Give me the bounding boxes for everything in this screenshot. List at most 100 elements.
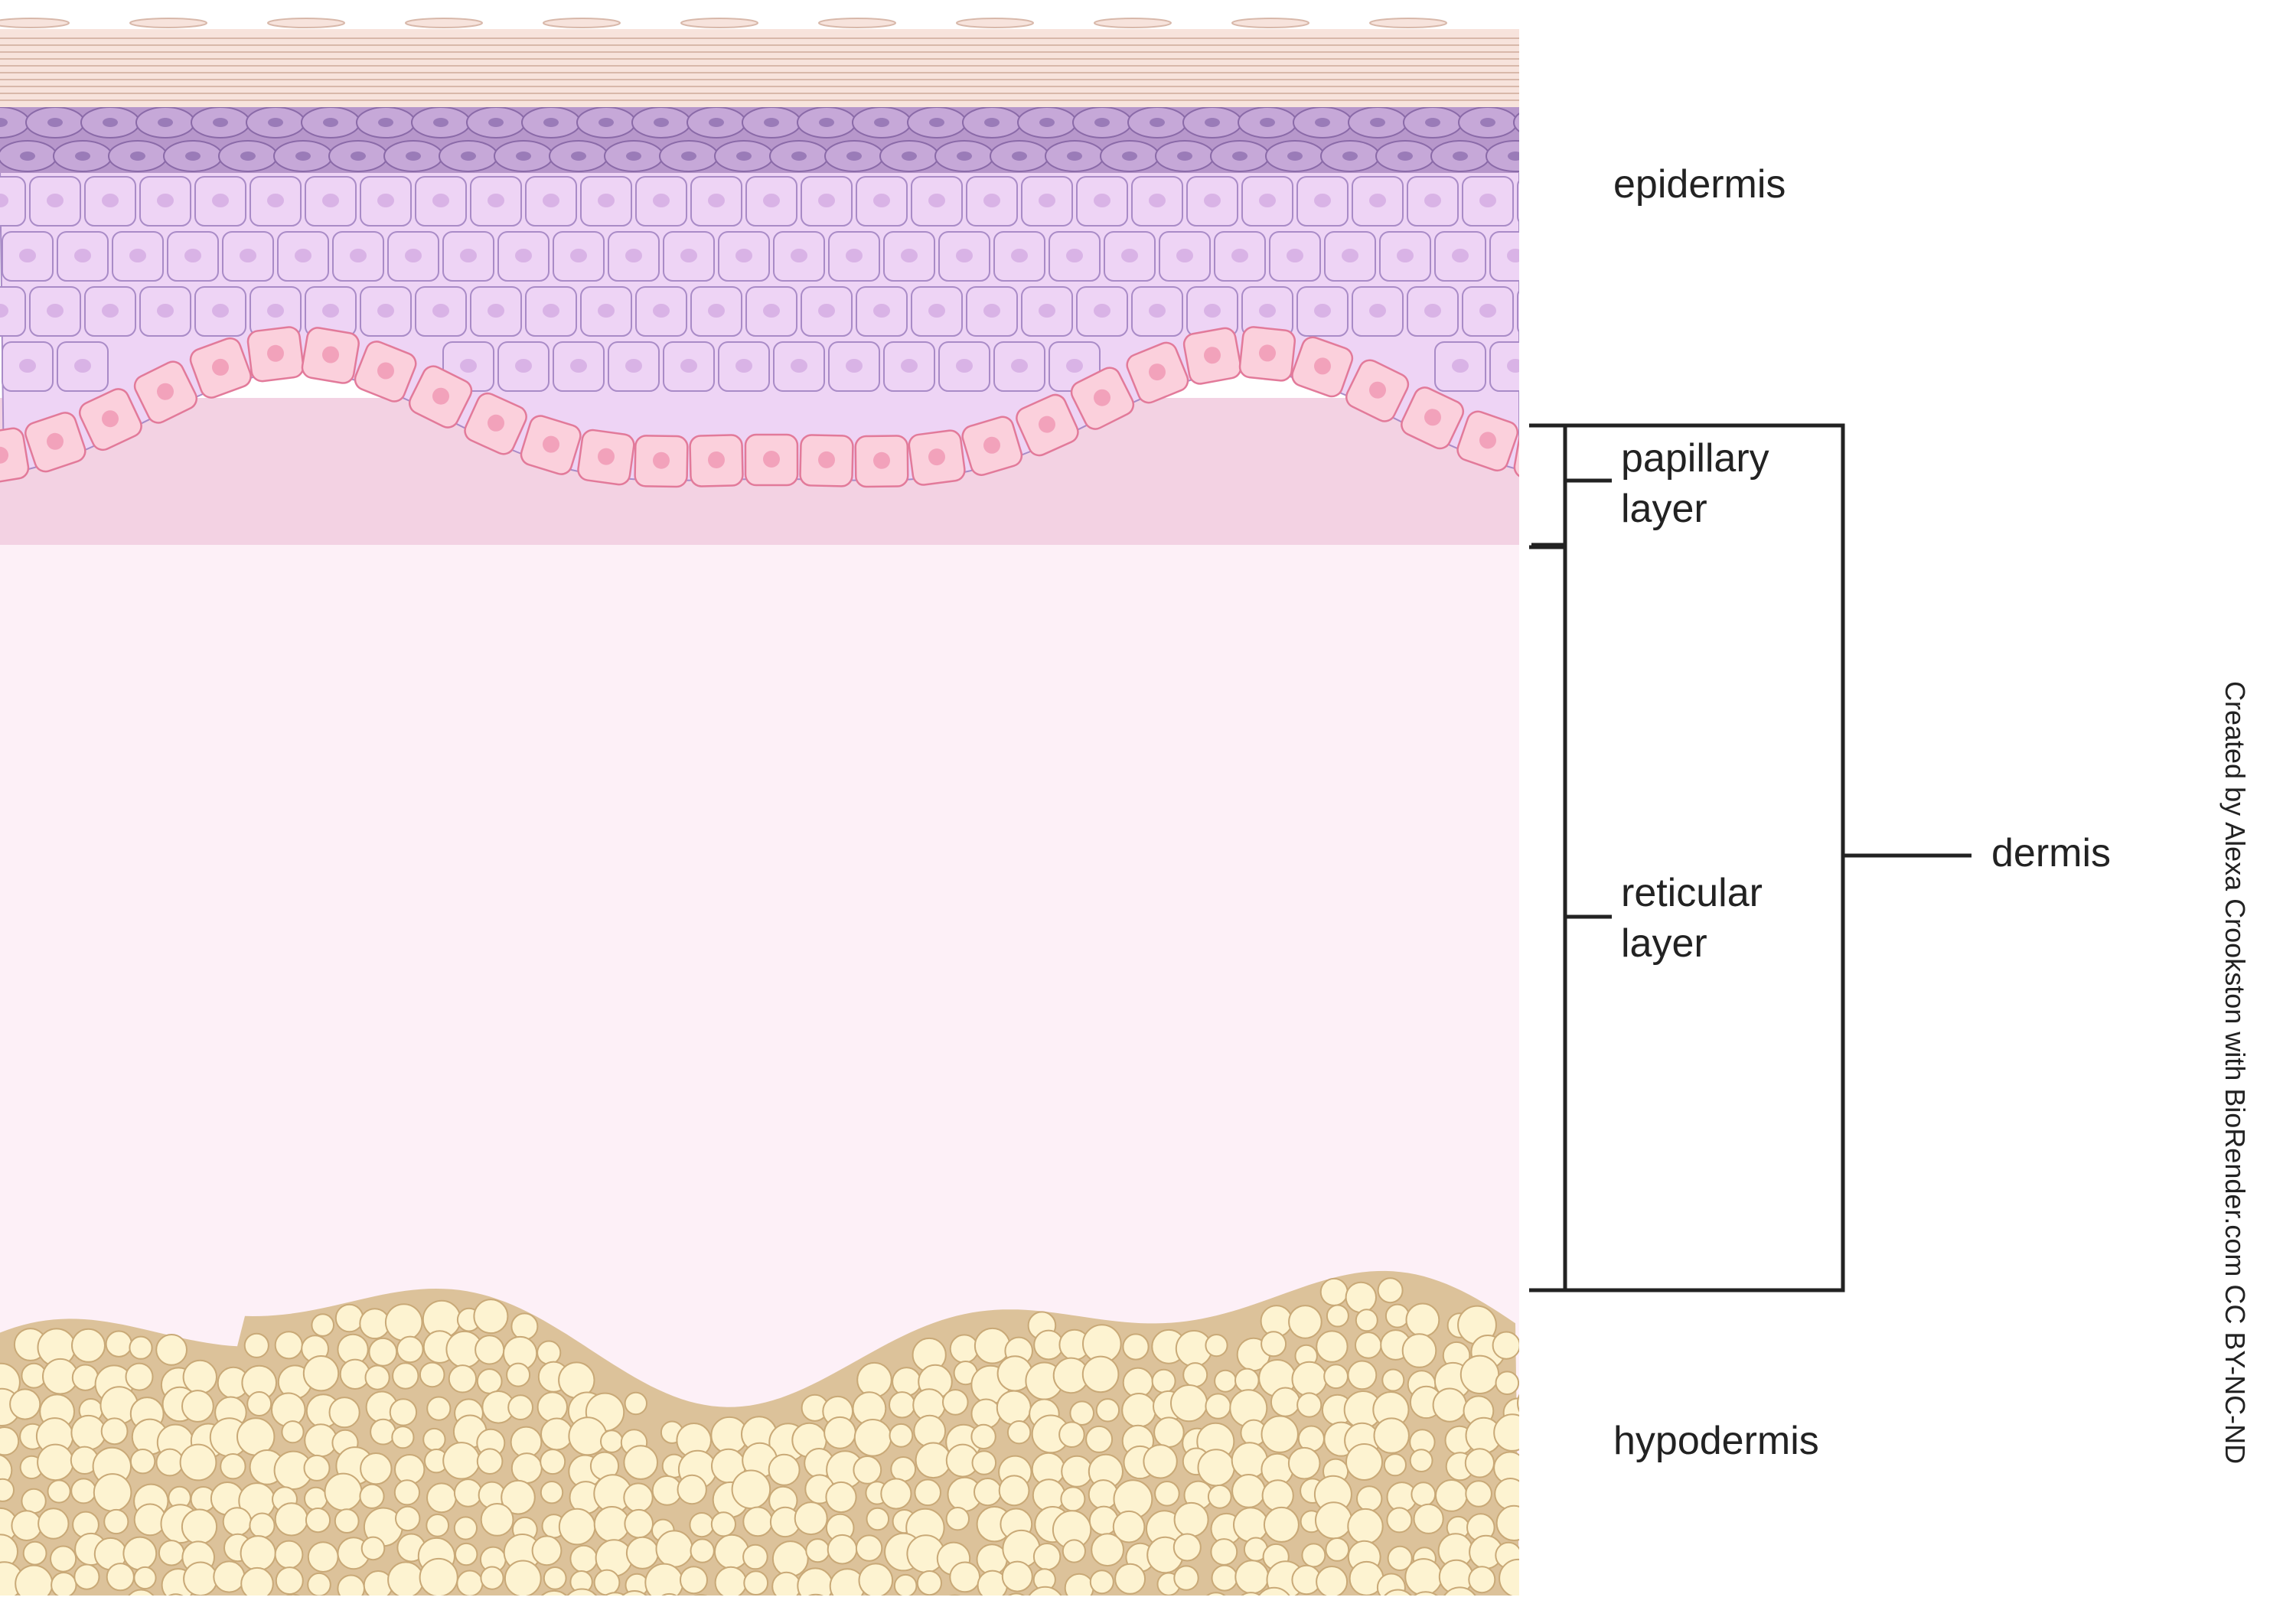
fat-cell: [742, 1543, 768, 1570]
corneum-flake: [1094, 18, 1172, 28]
corneum-flake: [267, 18, 345, 28]
dermis-bracket: [1529, 423, 1971, 1292]
fat-cell: [240, 1566, 274, 1596]
fat-cell: [942, 1389, 969, 1416]
fat-cell: [624, 1391, 647, 1416]
basal-cell: [24, 412, 86, 473]
fat-cell: [568, 1416, 608, 1456]
cell-nucleus: [267, 194, 284, 207]
fat-cell: [1197, 1449, 1235, 1487]
fat-cell: [396, 1335, 424, 1364]
cell-nucleus: [1012, 152, 1027, 161]
fat-cell: [1405, 1302, 1440, 1338]
fat-cell: [593, 1569, 621, 1596]
fat-cell: [1355, 1309, 1378, 1332]
fat-cell: [771, 1571, 801, 1596]
fat-cell: [1495, 1504, 1519, 1541]
spinous-cells: [0, 176, 1519, 392]
fat-cell: [510, 1312, 539, 1341]
fat-cell: [893, 1573, 918, 1596]
cell-nucleus: [1094, 118, 1110, 127]
cell-nucleus: [846, 359, 863, 373]
corneum-flake: [0, 18, 70, 28]
cell-nucleus: [47, 118, 63, 127]
fat-cell: [1499, 1558, 1519, 1596]
fat-cells: [0, 1277, 1557, 1607]
fat-cell: [743, 1570, 769, 1596]
fat-cell: [1468, 1566, 1496, 1594]
basal-cell: [577, 429, 635, 486]
fat-cell: [1304, 1596, 1326, 1607]
cell-nucleus: [295, 152, 311, 161]
fat-cell: [853, 1455, 882, 1485]
fat-cell: [179, 1443, 217, 1482]
fat-cell: [807, 1593, 823, 1596]
cell-nucleus: [1204, 194, 1221, 207]
fat-cell: [1033, 1329, 1064, 1361]
basal-cell: [634, 435, 689, 488]
fat-cell: [623, 1482, 654, 1513]
fat-cell: [543, 1566, 567, 1590]
fat-cell: [71, 1328, 106, 1363]
fat-cell: [106, 1563, 135, 1592]
fat-cell: [426, 1482, 457, 1514]
spinous-cell: [0, 286, 26, 337]
cell-nucleus: [1067, 152, 1082, 161]
fat-cell: [1296, 1392, 1322, 1418]
fat-cell: [1383, 1453, 1407, 1477]
spinous-cell: [1517, 179, 1519, 223]
cell-nucleus: [763, 304, 780, 318]
fat-cell: [889, 1423, 914, 1448]
cell-nucleus: [1205, 118, 1220, 127]
fat-cell: [1530, 1448, 1557, 1475]
fat-cell: [70, 1414, 106, 1451]
cell-nucleus: [543, 118, 559, 127]
fat-cell: [1411, 1482, 1437, 1508]
fat-cell: [1081, 1355, 1120, 1393]
cell-nucleus: [735, 359, 752, 373]
fat-cell: [1095, 1398, 1120, 1423]
fat-cell: [133, 1566, 157, 1590]
cell-nucleus: [626, 152, 641, 161]
fat-cell: [531, 1535, 563, 1566]
cell-nucleus: [0, 194, 8, 207]
fat-cell: [855, 1534, 883, 1562]
fat-cell: [1326, 1304, 1349, 1328]
fat-cell: [1211, 1564, 1238, 1592]
cell-nucleus: [1121, 249, 1138, 262]
fat-cell: [388, 1600, 419, 1607]
basal-cell: [744, 433, 799, 487]
fat-cell: [311, 1313, 335, 1337]
cell-nucleus: [240, 249, 256, 262]
fat-cell: [1517, 1393, 1519, 1413]
fat-cell: [1355, 1332, 1382, 1359]
fat-cell: [168, 1593, 184, 1596]
fat-cell: [1205, 1393, 1231, 1420]
cell-nucleus: [515, 359, 532, 373]
cell-nucleus: [460, 249, 477, 262]
cell-nucleus: [1204, 304, 1221, 318]
fat-cell: [970, 1398, 1002, 1429]
basal-cell: [301, 327, 360, 384]
cell-nucleus: [488, 304, 504, 318]
cell-nucleus: [598, 304, 615, 318]
cell-nucleus: [846, 152, 862, 161]
fat-cell: [364, 1602, 385, 1607]
fat-cell: [21, 1488, 47, 1514]
fat-cell: [1525, 1358, 1556, 1390]
fat-cell: [387, 1561, 425, 1596]
fat-cell: [1056, 1596, 1094, 1607]
fat-cell: [359, 1483, 385, 1509]
fat-cell: [73, 1563, 100, 1590]
cell-nucleus: [956, 249, 973, 262]
fat-cell: [1288, 1305, 1322, 1339]
fat-cell: [974, 1478, 1003, 1507]
basal-cell: [1238, 326, 1296, 382]
cell-nucleus: [184, 249, 201, 262]
fat-cell: [892, 1367, 921, 1397]
cell-nucleus: [929, 118, 944, 127]
cell-nucleus: [764, 118, 779, 127]
fat-cell: [624, 1508, 654, 1539]
fat-cell: [285, 1593, 301, 1596]
